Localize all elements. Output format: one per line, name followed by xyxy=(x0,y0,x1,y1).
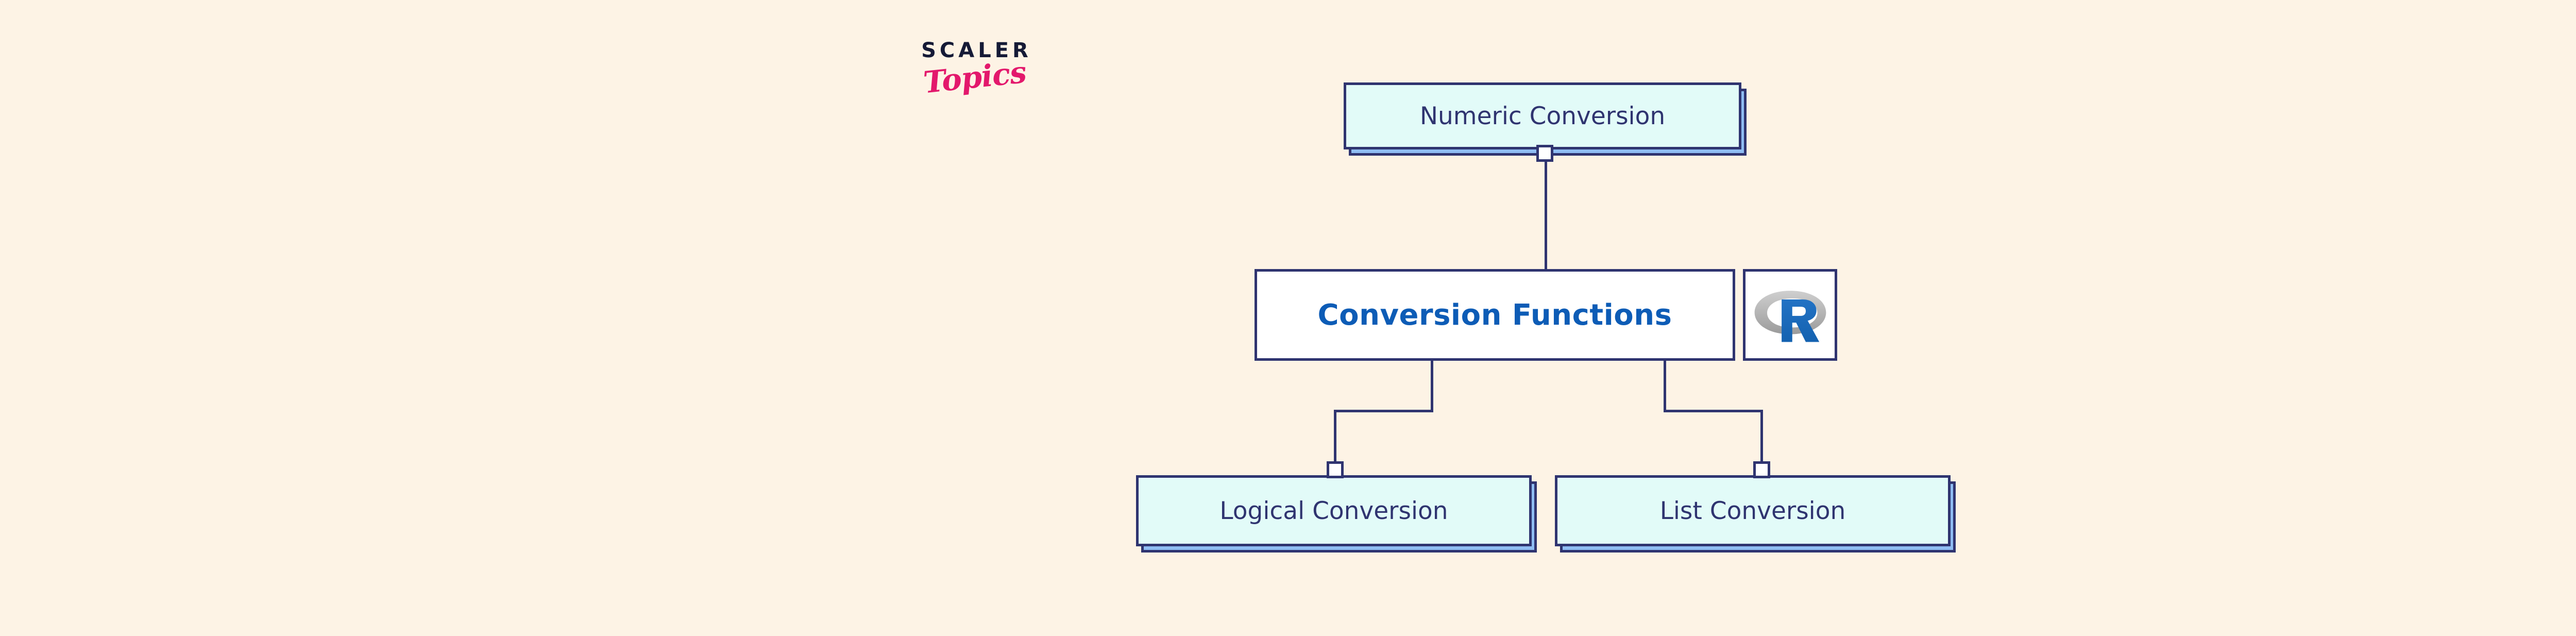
node-conversion-functions[interactable]: Conversion Functions xyxy=(1255,269,1735,361)
edge-root-to-logical-lower xyxy=(1334,410,1336,479)
edge-root-to-list-lower xyxy=(1760,410,1763,479)
edge-root-to-logical-upper xyxy=(1431,360,1433,411)
node-numeric-conversion-label: Numeric Conversion xyxy=(1419,102,1666,130)
logo-primary-word: SCALER xyxy=(921,39,1032,62)
edge-stub-logical xyxy=(1327,461,1344,478)
edge-root-to-logical-horizontal xyxy=(1334,410,1433,412)
r-language-logo-icon xyxy=(1752,284,1829,346)
edge-root-to-list-horizontal xyxy=(1664,410,1763,412)
edge-numeric-to-root xyxy=(1545,153,1547,271)
node-list-conversion-label: List Conversion xyxy=(1659,496,1846,525)
node-conversion-functions-label: Conversion Functions xyxy=(1317,298,1672,332)
node-logical-conversion[interactable]: Logical Conversion xyxy=(1136,475,1532,546)
edge-stub-numeric xyxy=(1536,145,1553,162)
node-r-language-badge[interactable] xyxy=(1743,269,1837,361)
node-logical-conversion-label: Logical Conversion xyxy=(1219,496,1448,525)
node-list-conversion[interactable]: List Conversion xyxy=(1555,475,1951,546)
scaler-topics-logo: SCALER Topics xyxy=(903,40,1047,118)
node-numeric-conversion[interactable]: Numeric Conversion xyxy=(1344,82,1741,149)
edge-root-to-list-upper xyxy=(1664,360,1666,411)
edge-stub-list xyxy=(1753,461,1770,478)
